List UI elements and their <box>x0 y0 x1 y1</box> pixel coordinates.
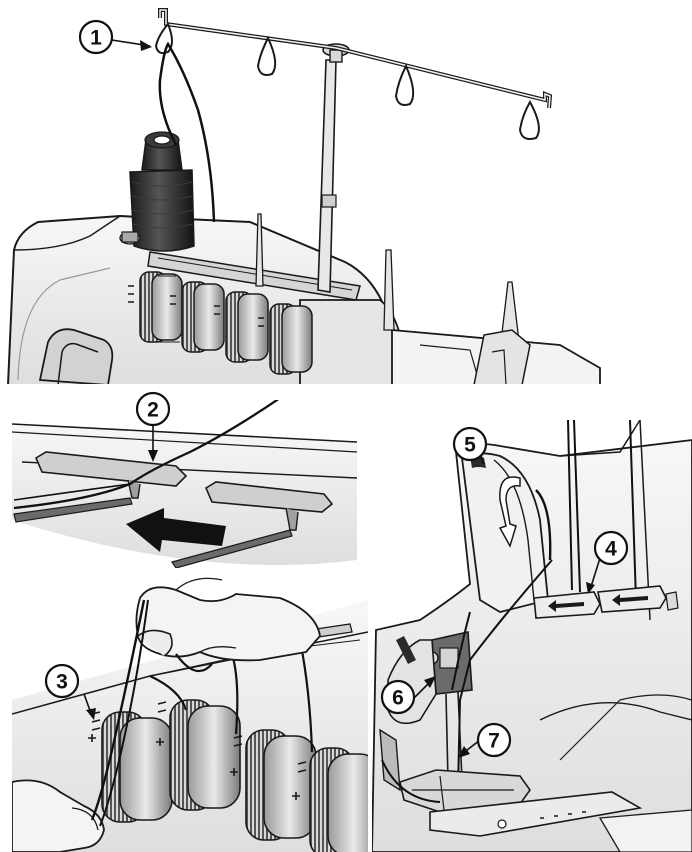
tension-rail <box>147 251 361 301</box>
callout-5: 5 <box>464 434 476 457</box>
panel-tension-guide <box>12 400 357 568</box>
thread-guide-eye-1 <box>154 22 173 55</box>
thread-line-hands <box>90 599 146 821</box>
callout-7: 7 <box>488 730 500 753</box>
hand-lower <box>12 779 105 852</box>
tension-dial-2 <box>169 699 241 811</box>
needle-plate <box>429 791 643 837</box>
callout-1: 1 <box>90 27 102 50</box>
callout-2: 2 <box>147 399 159 422</box>
callout-6: 6 <box>392 687 404 710</box>
thread-guide-eye-3 <box>394 63 415 106</box>
panel-thread-stand <box>0 8 692 385</box>
thread-direction-arrow-icon <box>498 476 521 548</box>
hand-upper <box>135 586 321 662</box>
thread-line-top <box>158 41 216 223</box>
thread-guide-eye-2 <box>256 35 277 76</box>
guide-slot-2 <box>204 481 334 513</box>
spool-pins <box>255 213 531 385</box>
guide-slot-1 <box>34 451 188 487</box>
tension-dial-3 <box>245 729 317 841</box>
thread-stand <box>154 8 553 293</box>
callout-3: 3 <box>56 671 68 694</box>
thread-line-guide <box>13 400 280 510</box>
panel-tension-dials <box>12 577 368 852</box>
thread-spool <box>119 131 195 252</box>
tension-dial-1 <box>101 711 173 823</box>
panel-needle-area <box>372 420 692 852</box>
left-arrow-label-icon <box>548 600 584 612</box>
side-recess <box>38 328 114 385</box>
callouts: 1 2 3 4 5 6 7 <box>44 19 629 758</box>
tension-dial-4 <box>309 747 368 852</box>
push-arrow-icon <box>126 508 226 552</box>
thread-guide-eye-4 <box>518 99 540 140</box>
callout-4: 4 <box>605 538 617 561</box>
top-tension-dials <box>128 271 313 375</box>
